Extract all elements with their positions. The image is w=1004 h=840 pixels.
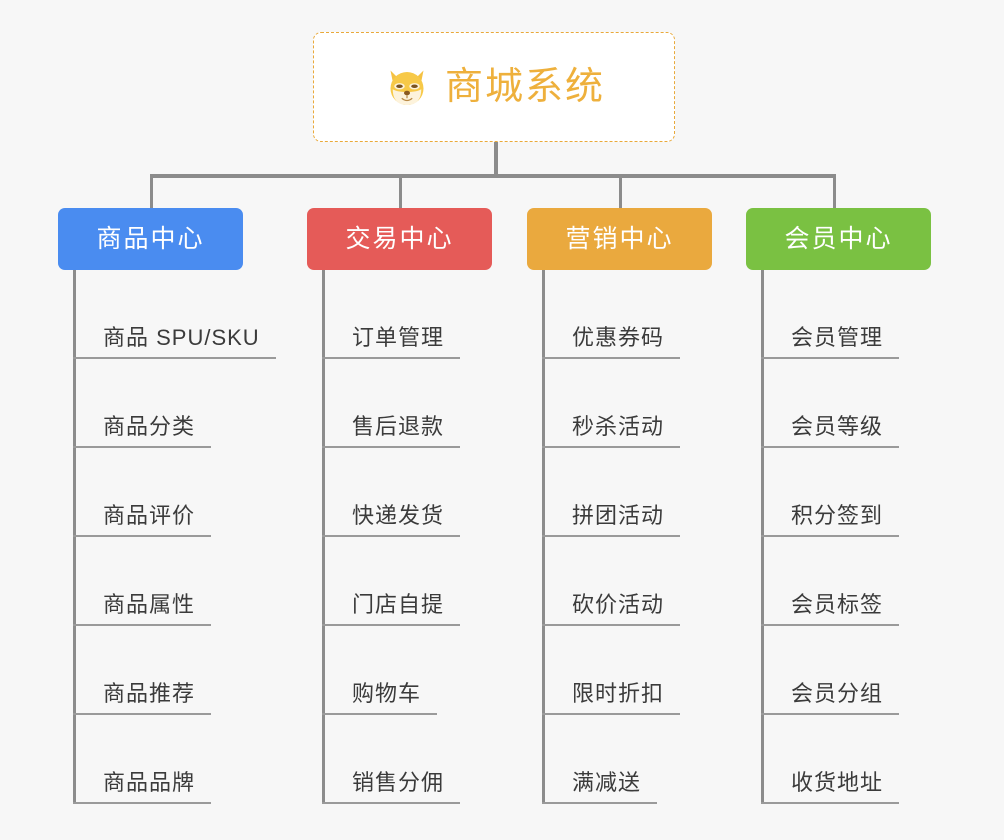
leaf-label: 秒杀活动 [572, 413, 665, 439]
leaf-item[interactable]: 优惠券码 [542, 270, 681, 359]
leaf-label: 拼团活动 [572, 502, 665, 528]
leaf-item[interactable]: 销售分佣 [322, 715, 461, 804]
leaf-item[interactable]: 售后退款 [322, 359, 461, 448]
category-box-2[interactable]: 营销中心 [527, 208, 712, 270]
category-label: 商品中心 [96, 224, 205, 253]
leaf-item[interactable]: 商品品牌 [73, 715, 212, 804]
leaf-label: 销售分佣 [352, 769, 445, 795]
leaf-label: 订单管理 [352, 324, 445, 350]
leaf-label: 优惠券码 [572, 324, 665, 350]
leaf-item[interactable]: 会员管理 [761, 270, 900, 359]
leaf-label: 商品 SPU/SKU [103, 324, 260, 350]
branch-trunk [73, 270, 76, 804]
leaf-label: 会员等级 [791, 413, 884, 439]
shiba-dog-emoji [383, 63, 431, 111]
connector-drop-4 [833, 174, 836, 210]
leaf-label: 商品品牌 [103, 769, 196, 795]
leaf-label: 满减送 [572, 769, 642, 795]
leaf-item[interactable]: 砍价活动 [542, 537, 681, 626]
leaf-label: 门店自提 [352, 591, 445, 617]
connector-horizontal-bar [150, 174, 836, 178]
leaf-label: 会员标签 [791, 591, 884, 617]
leaf-label: 会员管理 [791, 324, 884, 350]
leaf-item[interactable]: 门店自提 [322, 537, 461, 626]
root-title: 商城系统 [444, 66, 605, 108]
leaf-item[interactable]: 积分签到 [761, 448, 900, 537]
leaf-item[interactable]: 会员等级 [761, 359, 900, 448]
leaf-label: 商品分类 [103, 413, 196, 439]
leaf-label: 会员分组 [791, 680, 884, 706]
leaf-item[interactable]: 商品评价 [73, 448, 212, 537]
root-node[interactable]: 商城系统 [313, 32, 675, 142]
leaf-item[interactable]: 商品 SPU/SKU [73, 270, 276, 359]
leaf-label: 收货地址 [791, 769, 884, 795]
leaf-label: 限时折扣 [572, 680, 665, 706]
branch-trunk [322, 270, 325, 804]
connector-drop-2 [399, 174, 402, 210]
leaf-item[interactable]: 拼团活动 [542, 448, 681, 537]
category-box-3[interactable]: 会员中心 [746, 208, 931, 270]
leaf-item[interactable]: 商品属性 [73, 537, 212, 626]
connector-root-stem [494, 142, 498, 177]
leaf-item[interactable]: 购物车 [322, 626, 438, 715]
leaf-label: 积分签到 [791, 502, 884, 528]
branch-trunk [761, 270, 764, 804]
leaf-item[interactable]: 限时折扣 [542, 626, 681, 715]
leaf-label: 商品评价 [103, 502, 196, 528]
leaf-label: 快递发货 [352, 502, 445, 528]
leaf-label: 商品属性 [103, 591, 196, 617]
leaf-item[interactable]: 会员标签 [761, 537, 900, 626]
leaf-item[interactable]: 快递发货 [322, 448, 461, 537]
category-box-0[interactable]: 商品中心 [58, 208, 243, 270]
category-label: 营销中心 [565, 224, 674, 253]
leaf-item[interactable]: 满减送 [542, 715, 658, 804]
leaf-item[interactable]: 订单管理 [322, 270, 461, 359]
connector-drop-3 [619, 174, 622, 210]
connector-drop-1 [150, 174, 153, 210]
leaf-item[interactable]: 秒杀活动 [542, 359, 681, 448]
category-label: 会员中心 [784, 224, 893, 253]
leaf-item[interactable]: 收货地址 [761, 715, 900, 804]
leaf-item[interactable]: 商品推荐 [73, 626, 212, 715]
leaf-label: 砍价活动 [572, 591, 665, 617]
leaf-item[interactable]: 会员分组 [761, 626, 900, 715]
leaf-label: 购物车 [352, 680, 422, 706]
leaf-label: 商品推荐 [103, 680, 196, 706]
leaf-item[interactable]: 商品分类 [73, 359, 212, 448]
branch-trunk [542, 270, 545, 804]
leaf-label: 售后退款 [352, 413, 445, 439]
category-label: 交易中心 [345, 224, 454, 253]
category-box-1[interactable]: 交易中心 [307, 208, 492, 270]
